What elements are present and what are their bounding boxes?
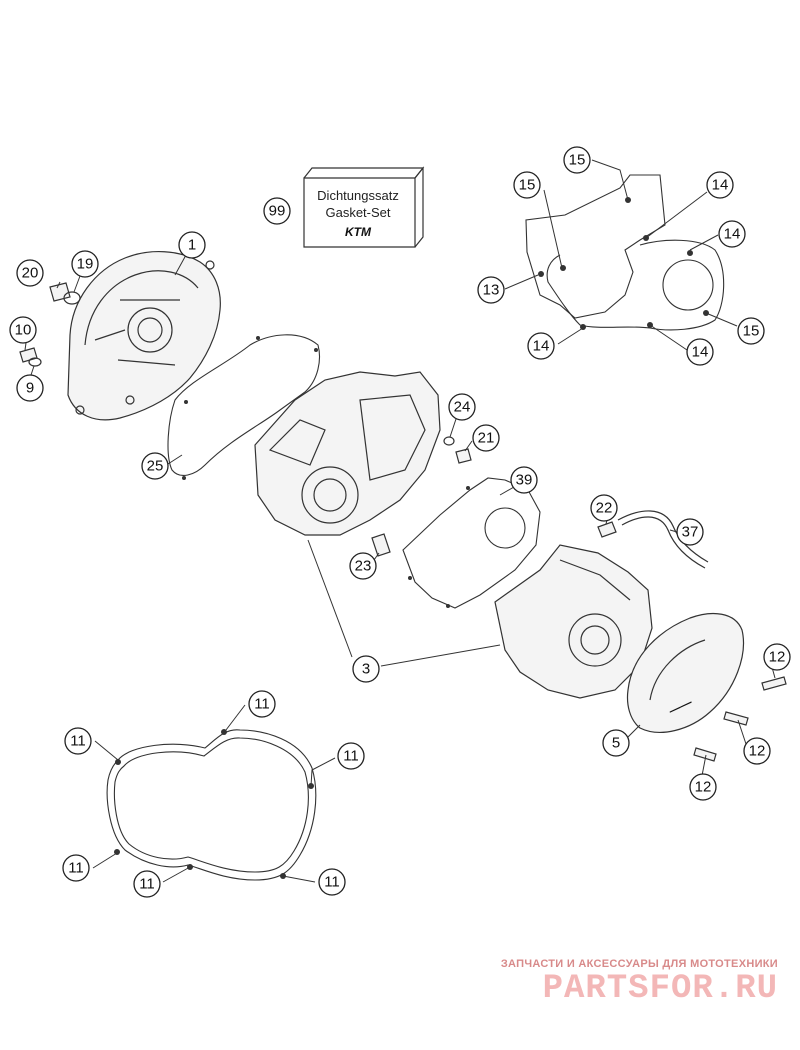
svg-text:11: 11 — [254, 696, 270, 713]
svg-text:12: 12 — [695, 779, 712, 796]
callout-5: 5 — [602, 729, 630, 757]
part-9-washer — [28, 357, 42, 367]
callout-15: 15 — [513, 171, 541, 199]
svg-text:12: 12 — [749, 743, 766, 760]
callout-25: 25 — [141, 452, 169, 480]
callout-12: 12 — [689, 773, 717, 801]
svg-text:13: 13 — [483, 282, 500, 299]
callout-19: 19 — [71, 250, 99, 278]
svg-text:22: 22 — [596, 500, 613, 517]
callout-14: 14 — [527, 332, 555, 360]
svg-text:21: 21 — [478, 430, 495, 447]
part-13-14-15-gasket — [525, 174, 725, 331]
callout-14: 14 — [686, 338, 714, 366]
svg-text:20: 20 — [22, 265, 39, 282]
part-23-dowel — [371, 533, 391, 557]
part-12-bolt — [693, 676, 787, 762]
svg-text:25: 25 — [147, 458, 164, 475]
callout-23: 23 — [349, 552, 377, 580]
callout-39: 39 — [510, 466, 538, 494]
callout-9: 9 — [16, 374, 44, 402]
svg-text:15: 15 — [743, 323, 760, 340]
svg-text:39: 39 — [516, 472, 533, 489]
callout-99: 99 — [263, 197, 291, 225]
svg-text:15: 15 — [519, 177, 536, 194]
gasket-set-title-de: Dichtungssatz — [317, 188, 399, 203]
svg-text:11: 11 — [70, 733, 86, 750]
svg-text:5: 5 — [612, 735, 620, 752]
svg-text:14: 14 — [712, 177, 729, 194]
watermark: ЗАПЧАСТИ И АКСЕССУАРЫ ДЛЯ МОТОТЕХНИКИ PA… — [478, 958, 778, 1008]
part-11-gasket — [106, 729, 317, 881]
svg-text:15: 15 — [569, 152, 586, 169]
callout-22: 22 — [590, 494, 618, 522]
callout-14: 14 — [718, 220, 746, 248]
part-10-screw — [19, 347, 38, 363]
callout-3: 3 — [352, 655, 380, 683]
gasket-set-box: Dichtungssatz Gasket-Set KTM — [303, 166, 425, 248]
part-37-hose — [617, 510, 709, 569]
svg-text:11: 11 — [139, 876, 155, 893]
part-25-gasket — [167, 334, 321, 480]
svg-text:37: 37 — [682, 524, 699, 541]
callout-1: 1 — [178, 231, 206, 259]
part-21-plug — [455, 448, 472, 464]
callout-20: 20 — [16, 259, 44, 287]
svg-text:14: 14 — [533, 338, 550, 355]
callout-14: 14 — [706, 171, 734, 199]
callout-24: 24 — [448, 393, 476, 421]
callout-15: 15 — [563, 146, 591, 174]
svg-text:11: 11 — [68, 860, 84, 877]
gasket-set-title-en: Gasket-Set — [325, 205, 390, 220]
svg-text:23: 23 — [355, 558, 372, 575]
part-19-washer — [63, 291, 81, 305]
svg-text:11: 11 — [343, 748, 359, 765]
svg-text:9: 9 — [26, 380, 34, 397]
callout-11: 11 — [318, 868, 346, 896]
svg-text:11: 11 — [324, 874, 340, 891]
svg-text:10: 10 — [15, 322, 32, 339]
part-39-gasket — [402, 477, 541, 609]
callout-11: 11 — [64, 727, 92, 755]
callout-15: 15 — [737, 317, 765, 345]
leader-lines — [24, 159, 776, 883]
svg-text:24: 24 — [454, 399, 471, 416]
part-22-fitting — [597, 521, 617, 538]
ktm-logo: KTM — [345, 225, 372, 239]
callout-11: 11 — [62, 854, 90, 882]
crankcase-right-half — [494, 544, 653, 699]
callout-12: 12 — [743, 737, 771, 765]
crankcase-left-half — [254, 371, 441, 536]
callout-12: 12 — [763, 643, 791, 671]
svg-text:1: 1 — [188, 237, 196, 254]
svg-text:14: 14 — [692, 344, 709, 361]
callout-37: 37 — [676, 518, 704, 546]
watermark-brand: PARTSFOR.RU — [542, 970, 778, 1008]
callout-10: 10 — [9, 316, 37, 344]
callout-13: 13 — [477, 276, 505, 304]
callout-11: 11 — [133, 870, 161, 898]
watermark-tagline: ЗАПЧАСТИ И АКСЕССУАРЫ ДЛЯ МОТОТЕХНИКИ — [500, 958, 778, 970]
part-5-cover: —— — [626, 612, 744, 733]
svg-text:14: 14 — [724, 226, 741, 243]
part-24-washer — [443, 436, 455, 446]
callout-21: 21 — [472, 424, 500, 452]
part-20-plug — [49, 282, 71, 302]
part-1-cover — [67, 251, 221, 421]
svg-text:3: 3 — [362, 661, 370, 678]
svg-text:12: 12 — [769, 649, 786, 666]
callout-11: 11 — [248, 690, 276, 718]
svg-text:99: 99 — [269, 203, 286, 220]
svg-text:19: 19 — [77, 256, 94, 273]
callout-11: 11 — [337, 742, 365, 770]
